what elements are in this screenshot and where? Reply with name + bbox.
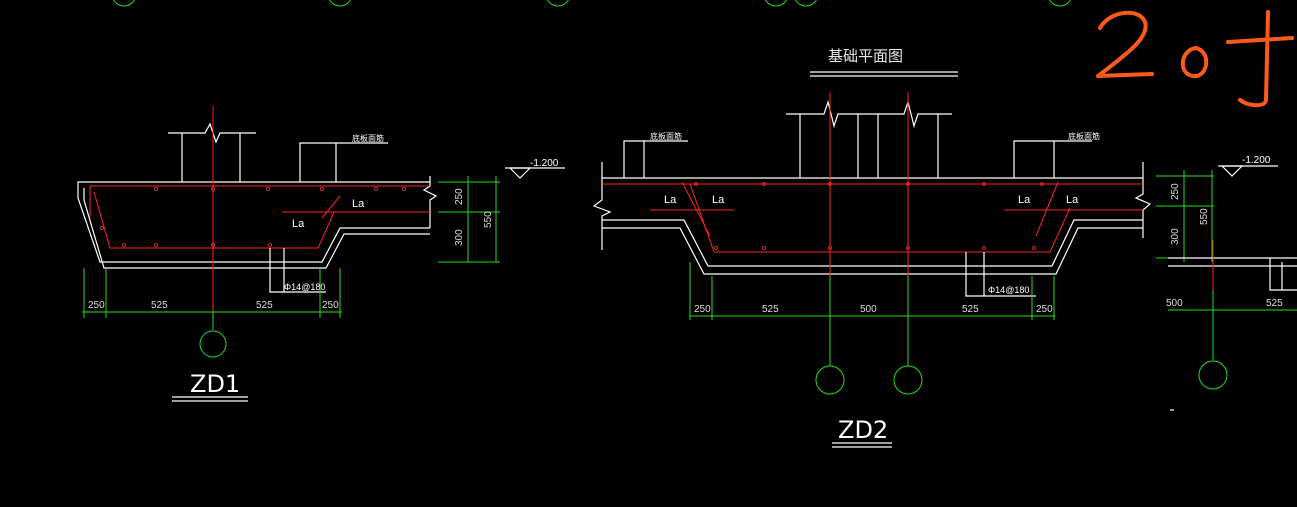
zd2-axis-bubble-2 <box>893 365 923 395</box>
zd1-anchor-label-2: La <box>292 218 305 230</box>
svg-text:525: 525 <box>762 304 779 315</box>
svg-text:525: 525 <box>962 304 979 315</box>
zd2-title: ZD2 <box>838 416 888 444</box>
svg-text:500: 500 <box>860 304 877 315</box>
zd2-bottom-dimensions: 250 525 500 525 250 <box>689 262 1055 320</box>
zd2-anchor-label-2: La <box>712 194 725 206</box>
svg-text:300: 300 <box>454 229 465 246</box>
svg-text:525: 525 <box>1266 298 1283 309</box>
zd1-rebar-leader <box>269 248 326 293</box>
svg-text:550: 550 <box>1199 208 1210 225</box>
zd2-wall-note-right: 底板面筋 <box>1068 131 1100 141</box>
svg-text:-1.200: -1.200 <box>530 158 559 169</box>
zd1-axis-bubble <box>199 330 227 358</box>
zd2-wall-note-left: 底板面筋 <box>650 131 682 141</box>
zd1-rebar <box>89 185 430 249</box>
zd3-axis-bubble <box>1198 360 1228 390</box>
zd3-bottom-dimensions: 500 525 <box>1166 290 1297 360</box>
svg-text:250: 250 <box>694 304 711 315</box>
zd2-section: 基础平面图 <box>592 47 1152 448</box>
svg-text:250: 250 <box>88 300 105 311</box>
svg-text:525: 525 <box>151 300 168 311</box>
svg-text:550: 550 <box>483 211 494 228</box>
zd2-rebar-leader <box>965 252 1036 297</box>
svg-text:250: 250 <box>1036 304 1053 315</box>
zd1-rebar-note: Φ14@180 <box>284 282 325 292</box>
plan-title: 基础平面图 <box>828 47 903 65</box>
svg-text:250: 250 <box>1170 183 1181 200</box>
zd1-side-dimensions: 250 300 550 <box>438 176 500 263</box>
svg-text:300: 300 <box>1170 228 1181 245</box>
zd2-anchor-label-4: La <box>1066 194 1079 206</box>
svg-text:250: 250 <box>322 300 339 311</box>
zd1-anchor-label-1: La <box>352 198 365 210</box>
zd3-side-dimensions: 250 300 550 <box>1156 170 1214 262</box>
svg-text:-1.200: -1.200 <box>1242 155 1271 166</box>
svg-text:250: 250 <box>454 188 465 205</box>
svg-text:500: 500 <box>1166 298 1183 309</box>
svg-text:525: 525 <box>256 300 273 311</box>
zd2-anchor-label-1: La <box>664 194 677 206</box>
zd1-section: La La 底板面筋 Φ14@180 -1.200 250 300 550 <box>77 106 565 402</box>
zd2-anchor-label-3: La <box>1018 194 1031 206</box>
zd2-outline <box>592 99 1152 275</box>
handwritten-20j <box>1096 10 1294 108</box>
zd3-elevation-marker: -1.200 <box>1218 155 1278 177</box>
zd2-rebar-note: Φ14@180 <box>988 285 1029 295</box>
top-axis-bubbles <box>113 0 1071 7</box>
zd1-bottom-dimensions: 250 525 525 250 <box>82 268 342 318</box>
zd1-outline <box>77 122 438 269</box>
zd3-partial-section: -1.200 250 300 550 500 525 <box>1156 155 1297 411</box>
zd1-elevation-marker: -1.200 <box>505 158 565 179</box>
zd1-title: ZD1 <box>190 370 240 398</box>
zd1-wall-note: 底板面筋 <box>352 133 384 143</box>
zd2-axis-bubble-1 <box>815 365 845 395</box>
zd2-rebar <box>602 181 1143 253</box>
